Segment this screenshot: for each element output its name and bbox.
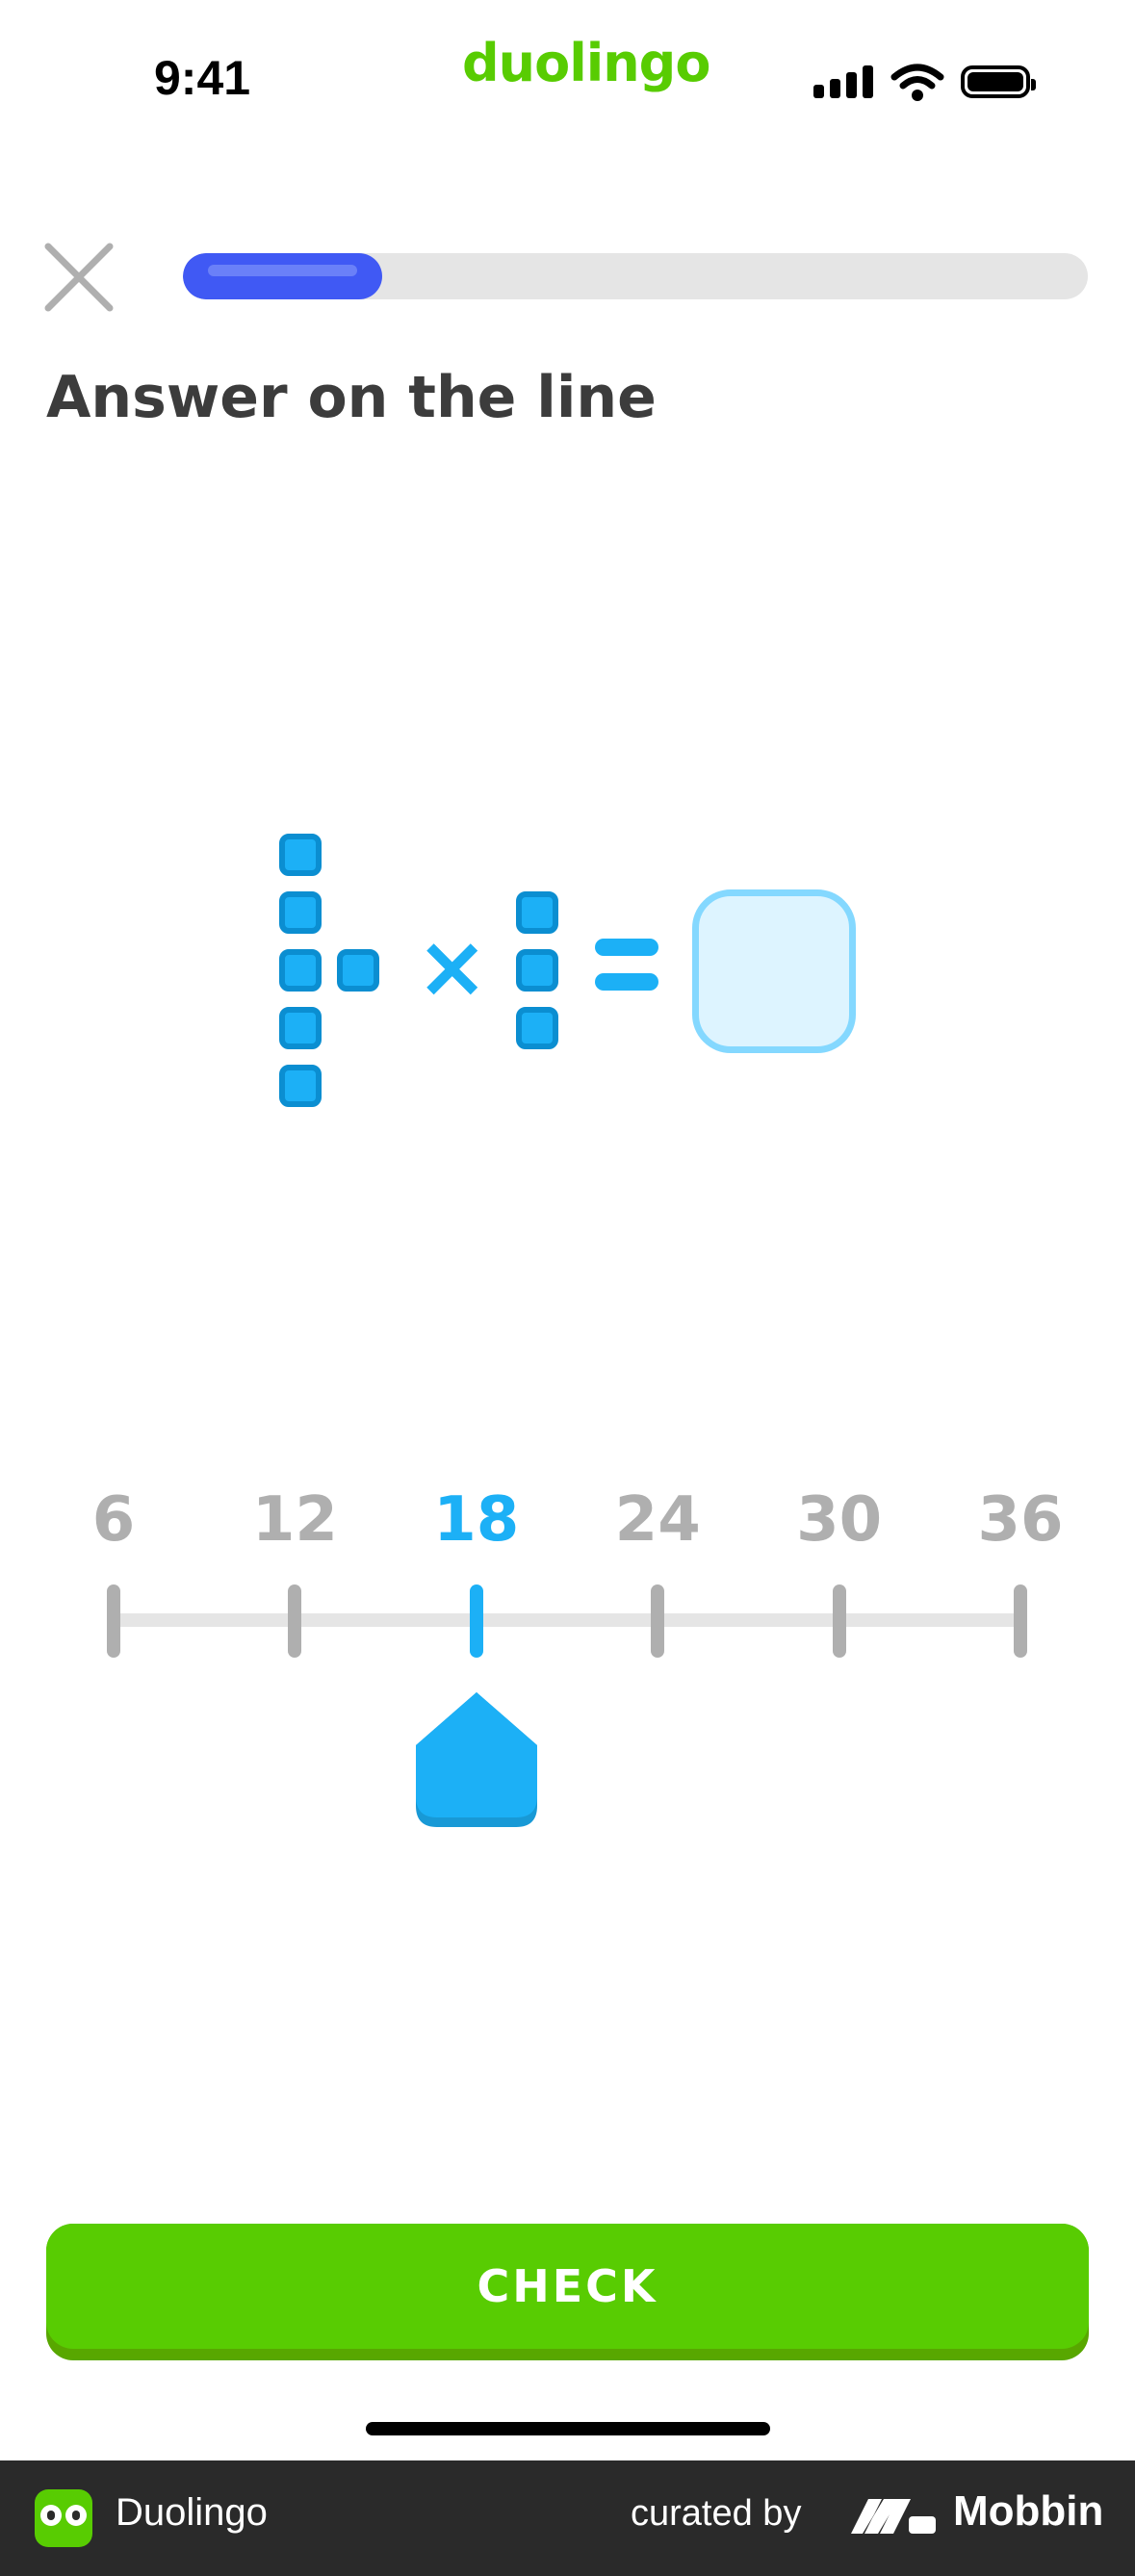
answer-box[interactable] [692,889,856,1053]
footer-bar: Duolingo curated by Mobbin [0,2460,1135,2576]
mobbin-logo-icon [851,2499,936,2534]
number-line-tick-label: 30 [796,1484,883,1556]
wifi-icon [890,64,944,101]
equals-sign [595,939,658,1008]
block-square [516,891,558,934]
number-line-tick[interactable] [288,1584,302,1658]
block-square [279,834,322,876]
number-line-tick[interactable] [107,1584,120,1658]
block-square [516,949,558,992]
number-line-tick-label: 24 [614,1484,701,1556]
block-square [279,891,322,934]
multiply-sign: × [416,916,489,1018]
number-line-slider-handle[interactable] [414,1692,539,1827]
brand-logo: duolingo [462,33,710,93]
number-line-tick-label: 12 [251,1484,338,1556]
footer-app-name: Duolingo [116,2491,268,2534]
status-time: 9:41 [154,51,251,105]
number-line-tick[interactable] [1014,1584,1027,1658]
duolingo-owl-icon [35,2489,92,2547]
battery-icon [961,65,1036,98]
block-square [337,949,379,992]
number-line-tick[interactable] [832,1584,846,1658]
footer-curated-by: curated by [631,2493,802,2534]
number-line-tick[interactable] [469,1584,483,1658]
block-square [516,1007,558,1049]
number-line-tick[interactable] [651,1584,665,1658]
lesson-progress-fill [183,253,382,299]
check-button[interactable]: CHECK [46,2224,1089,2360]
home-indicator[interactable] [366,2422,770,2435]
lesson-progress-bar [183,253,1088,299]
block-square [279,949,322,992]
check-button-label: CHECK [46,2224,1089,2349]
footer-mobbin-name: Mobbin [953,2487,1104,2535]
exercise-heading: Answer on the line [46,364,657,431]
number-line-tick-label: 18 [433,1484,520,1556]
block-square [279,1007,322,1049]
block-square [279,1065,322,1107]
number-line-tick-label: 36 [977,1484,1064,1556]
close-icon[interactable] [40,239,117,316]
lesson-progress-highlight [208,265,357,276]
cellular-signal-icon [813,65,879,98]
number-line-tick-label: 6 [91,1484,136,1556]
number-line-track [114,1613,1020,1627]
